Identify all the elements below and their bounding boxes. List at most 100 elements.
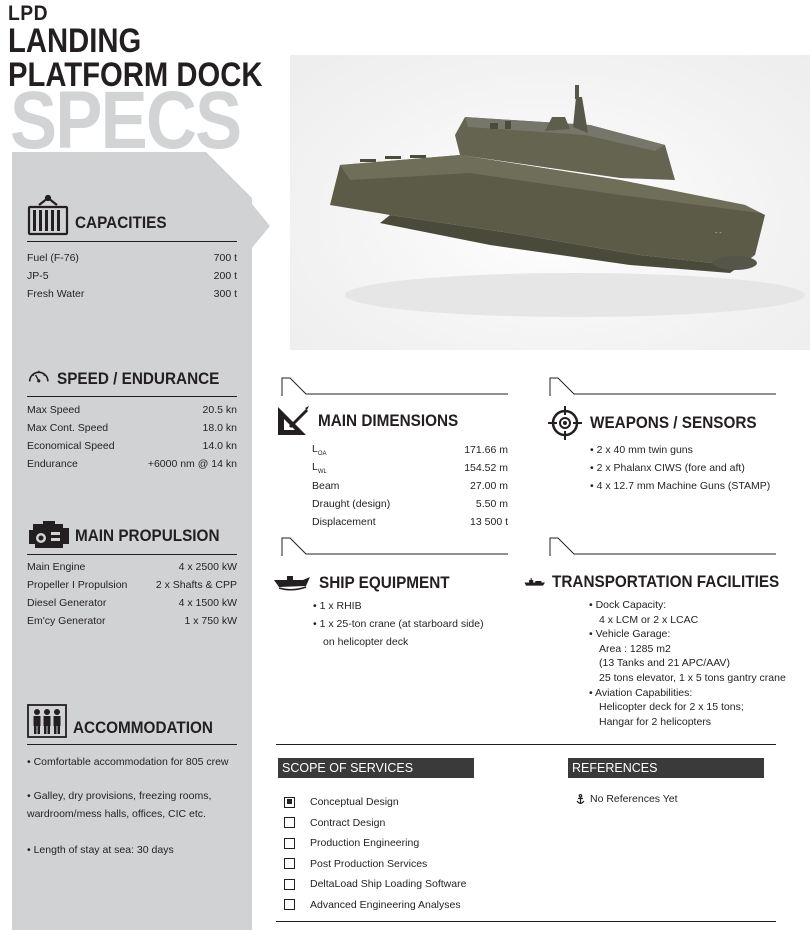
capacities-rule bbox=[27, 241, 237, 242]
crew-icon bbox=[27, 704, 67, 738]
transport-list: • Dock Capacity: 4 x LCM or 2 x LCAC • V… bbox=[524, 598, 804, 729]
anchor-icon bbox=[576, 793, 585, 804]
ship-render: - - bbox=[290, 55, 810, 350]
equipment-section: SHIP EQUIPMENT • 1 x RHIB • 1 x 25-ton c… bbox=[273, 570, 513, 651]
propulsion-value: 4 x 2500 kW bbox=[178, 561, 237, 573]
propulsion-value: 4 x 1500 kW bbox=[178, 597, 237, 609]
capacities-list: Fuel (F-76)700 t JP-5 200 t Fresh Water 30… bbox=[27, 249, 237, 303]
dimension-row: LWL 154.52 m bbox=[312, 459, 508, 477]
weapons-title: WEAPONS / SENSORS bbox=[590, 413, 757, 432]
transport-item: 25 tons elevator, 1 x 5 tons gantry cran… bbox=[599, 671, 786, 684]
dimension-row: Draught (design) 5.50 m bbox=[312, 495, 508, 513]
sidebar-pointer bbox=[252, 204, 270, 248]
equipment-title: SHIP EQUIPMENT bbox=[319, 573, 450, 592]
ship-icon bbox=[524, 577, 546, 586]
propulsion-label: Main Engine bbox=[27, 561, 86, 573]
dimension-value: 27.00 m bbox=[470, 480, 508, 492]
speed-label: Economical Speed bbox=[27, 440, 115, 452]
checkbox-icon bbox=[284, 899, 295, 911]
weapon-item: • 4 x 12.7 mm Machine Guns (STAMP) bbox=[590, 480, 771, 492]
accommodation-section: ACCOMMODATION • Comfortable accommodatio… bbox=[27, 702, 237, 859]
services-bottom-rule bbox=[276, 921, 776, 922]
propulsion-label: Propeller I Propulsion bbox=[27, 579, 128, 591]
speed-section: SPEED / ENDURANCE Max Speed 20.5 kn Max C… bbox=[27, 358, 237, 473]
service-item: Contract Design bbox=[284, 813, 466, 834]
speed-value: 20.5 kn bbox=[202, 404, 237, 416]
propulsion-label: Diesel Generator bbox=[27, 597, 107, 609]
container-icon bbox=[27, 195, 69, 236]
dimension-label: LOA bbox=[312, 442, 327, 458]
transport-item: 4 x LCM or 2 x LCAC bbox=[599, 613, 699, 626]
weapons-section: WEAPONS / SENSORS • 2 x 40 mm twin guns … bbox=[548, 406, 788, 495]
capacity-label: JP-5 bbox=[27, 270, 49, 282]
ship-illustration: - - bbox=[330, 85, 805, 317]
dimension-label: Displacement bbox=[312, 516, 376, 528]
references-text-row: No References Yet bbox=[576, 793, 678, 805]
speed-rule bbox=[27, 396, 237, 397]
transport-bracket bbox=[549, 537, 776, 556]
capacity-row: JP-5 200 t bbox=[27, 267, 237, 285]
dimensions-title: MAIN DIMENSIONS bbox=[318, 411, 459, 430]
speed-label: Max Speed bbox=[27, 404, 81, 416]
speed-title: SPEED / ENDURANCE bbox=[56, 369, 219, 388]
dimension-label: LWL bbox=[312, 460, 327, 476]
transport-title: TRANSPORTATION FACILITIES bbox=[551, 572, 779, 591]
sidebar-corner-cut bbox=[206, 152, 252, 198]
checkbox-icon bbox=[284, 858, 295, 870]
boat-icon bbox=[274, 576, 310, 591]
capacity-label: Fuel (F-76) bbox=[27, 252, 79, 264]
propulsion-title: MAIN PROPULSION bbox=[75, 526, 220, 545]
speed-value: 14.0 kn bbox=[202, 440, 237, 452]
capacity-label: Fresh Water bbox=[27, 288, 85, 300]
references-text: No References Yet bbox=[590, 793, 678, 805]
scope-title: SCOPE OF SERVICES bbox=[282, 761, 414, 775]
propulsion-row: Em'cy Generator 1 x 750 kW bbox=[27, 612, 237, 630]
accommodation-rule bbox=[27, 744, 237, 745]
service-item: Conceptual Design bbox=[284, 792, 466, 813]
propulsion-list: Main Engine 4 x 2500 kW Propeller I Propu… bbox=[27, 558, 237, 630]
service-item: Production Engineering bbox=[284, 833, 466, 854]
propulsion-label: Em'cy Generator bbox=[27, 615, 106, 627]
accommodation-item: • Comfortable accommodation for 805 crew bbox=[27, 756, 229, 768]
transport-item: • Vehicle Garage: bbox=[589, 628, 671, 641]
propulsion-section: MAIN PROPULSION Main Engine 4 x 2500 kW P… bbox=[27, 516, 237, 630]
propulsion-row: Main Engine 4 x 2500 kW bbox=[27, 558, 237, 576]
capacity-row: Fuel (F-76)700 t bbox=[27, 249, 237, 267]
capacity-value: 300 t bbox=[213, 288, 237, 300]
transport-item: Helicopter deck for 2 x 15 tons; bbox=[599, 701, 744, 714]
propulsion-row: Diesel Generator 4 x 1500 kW bbox=[27, 594, 237, 612]
dimension-row: Displacement 13 500 t bbox=[312, 513, 508, 531]
service-item: DeltaLoad Ship Loading Software bbox=[284, 874, 466, 895]
dimension-value: 154.52 m bbox=[464, 462, 508, 474]
weapons-bracket bbox=[549, 377, 776, 396]
speed-row: Economical Speed 14.0 kn bbox=[27, 437, 237, 455]
dimension-value: 13 500 t bbox=[470, 516, 508, 528]
dimension-value: 5.50 m bbox=[475, 498, 508, 510]
equipment-list: • 1 x RHIB • 1 x 25-ton crane (at starbo… bbox=[273, 597, 513, 651]
transport-item: (13 Tanks and 21 APC/AAV) bbox=[599, 657, 730, 670]
equipment-item: • 1 x RHIB bbox=[313, 600, 362, 612]
transport-item: • Dock Capacity: bbox=[589, 599, 667, 611]
capacity-row: Fresh Water 300 t bbox=[27, 285, 237, 303]
scope-title-bar: SCOPE OF SERVICES bbox=[278, 758, 474, 778]
capacity-value: 200 t bbox=[213, 270, 237, 282]
transport-item: Hangar for 2 helicopters bbox=[599, 715, 712, 728]
speedometer-icon bbox=[28, 370, 49, 383]
equipment-item: on helicopter deck bbox=[323, 636, 409, 648]
dimension-label: Draught (design) bbox=[312, 498, 391, 510]
doc-code: LPD bbox=[8, 2, 49, 25]
checkbox-icon bbox=[284, 878, 295, 890]
propulsion-value: 1 x 750 kW bbox=[184, 615, 237, 627]
speed-label: Max Cont. Speed bbox=[27, 422, 109, 434]
propulsion-rule bbox=[27, 554, 237, 555]
speed-value: +6000 nm @ 14 kn bbox=[147, 458, 237, 470]
transport-item: • Aviation Capabilities: bbox=[589, 686, 693, 699]
references-title-bar: REFERENCES bbox=[568, 758, 764, 778]
accommodation-item: wardroom/mess halls, offices, CIC etc. bbox=[27, 808, 206, 820]
doc-title-line2: PLATFORM DOCK bbox=[8, 56, 263, 94]
